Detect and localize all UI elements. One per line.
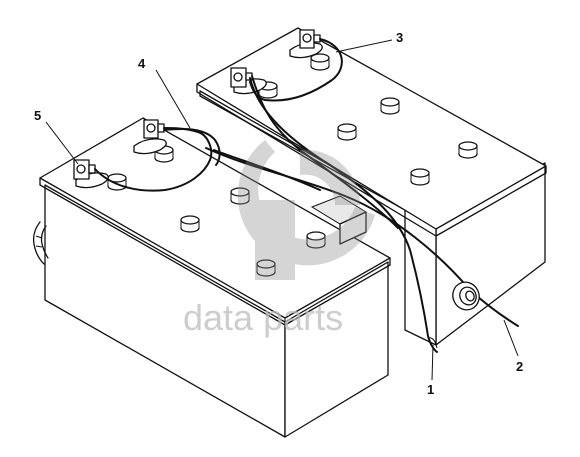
callout-4: 4	[138, 56, 146, 71]
spacer-block	[310, 195, 368, 245]
watermark-text: data parts	[183, 297, 343, 338]
front-battery	[32, 117, 391, 438]
rear-battery-cell-caps	[258, 53, 478, 186]
front-battery-terminal-right	[133, 119, 167, 155]
callout-5: 5	[34, 108, 41, 123]
callout-3: 3	[396, 30, 403, 45]
cable-cross	[251, 75, 399, 229]
front-battery-right-face	[284, 261, 389, 438]
watermark-logo	[237, 140, 375, 266]
cables	[205, 38, 519, 353]
rear-battery-terminal-right	[289, 29, 323, 59]
callouts: 1 2 3 4 5	[34, 30, 523, 397]
front-battery-handle	[32, 221, 49, 265]
grommet	[452, 281, 480, 311]
callout-1: 1	[427, 382, 434, 397]
rear-battery-terminal-left	[230, 67, 267, 95]
watermark	[237, 140, 375, 280]
cable-front-to-rear	[163, 128, 221, 166]
callout-2: 2	[516, 359, 523, 374]
